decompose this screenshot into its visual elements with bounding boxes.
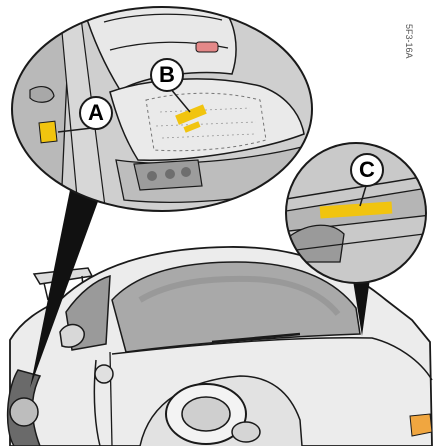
seat-inset bbox=[0, 0, 320, 230]
callout-c: C bbox=[350, 153, 384, 187]
label-plate-a bbox=[39, 121, 57, 143]
figure-code: 5F3-16A bbox=[404, 24, 414, 59]
callout-a: A bbox=[79, 96, 113, 130]
callout-b: B bbox=[150, 58, 184, 92]
